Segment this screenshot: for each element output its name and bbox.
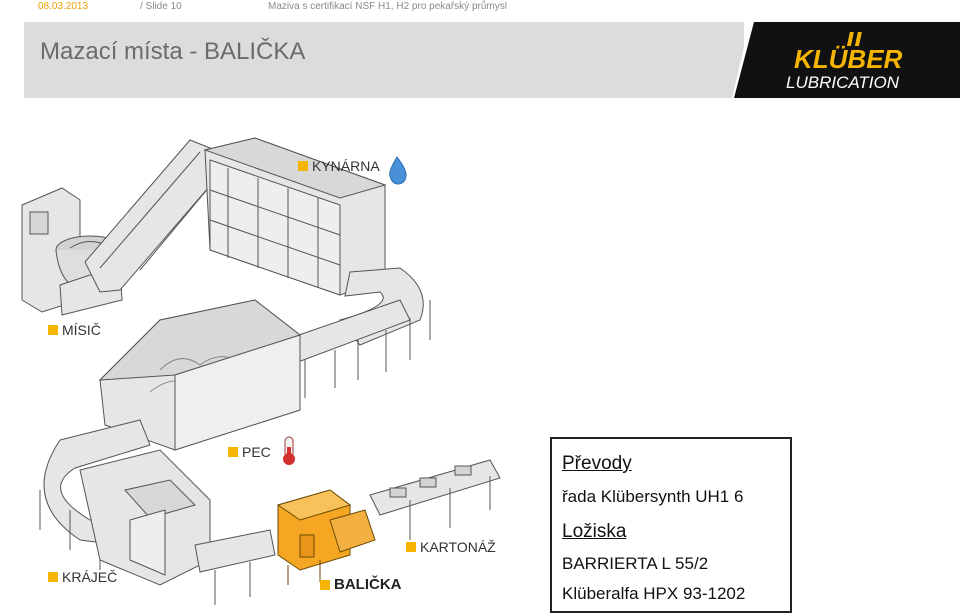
label-balicka: BALIČKA	[320, 576, 402, 593]
kluber-logo: KLÜBER LUBRICATION	[732, 22, 960, 98]
label-misic-text: MÍSIČ	[62, 322, 101, 338]
label-kynarna-text: KYNÁRNA	[312, 158, 380, 174]
oven-machine	[98, 299, 302, 451]
label-pec: PEC	[228, 444, 271, 460]
inclined-conveyor	[84, 139, 216, 293]
lubricant-info-box: Převody řada Klübersynth UH1 6 Ložiska B…	[550, 437, 792, 613]
slide-date: 08.03.2013	[38, 1, 89, 12]
label-kartonaz: KARTONÁŽ	[406, 539, 496, 555]
label-marker	[48, 572, 58, 582]
label-pec-text: PEC	[242, 444, 271, 460]
slide-header: Mazací místa - BALIČKA KLÜBER LUBRICATIO…	[0, 22, 960, 98]
label-misic: MÍSIČ	[48, 322, 101, 338]
slide-subtitle: Maziva s certifikací NSF H1, H2 pro peka…	[268, 1, 507, 12]
production-line-illustration	[21, 137, 501, 605]
loziska-product-1: BARRIERTA L 55/2	[562, 554, 709, 573]
label-balicka-text: BALIČKA	[334, 576, 402, 593]
label-marker	[406, 542, 416, 552]
header-band	[24, 22, 744, 98]
label-kartonaz-text: KARTONÁŽ	[420, 539, 496, 555]
heading-prevody: Převody	[562, 453, 632, 474]
label-kynarna: KYNÁRNA	[298, 158, 380, 174]
label-marker	[298, 161, 308, 171]
slicer-machine	[79, 449, 211, 586]
page-title: Mazací místa - BALIČKA	[40, 38, 306, 65]
logo-lubrication-text: LUBRICATION	[786, 73, 900, 92]
prevody-product: řada Klübersynth UH1 6	[562, 487, 744, 506]
label-marker	[320, 579, 330, 590]
label-marker	[48, 325, 58, 335]
packer-feed-conveyor	[194, 529, 276, 605]
heading-loziska: Ložiska	[562, 521, 627, 542]
logo-kluber-text: KLÜBER	[794, 44, 903, 74]
proofer-machine	[203, 137, 387, 296]
label-krajec: KRÁJEČ	[48, 569, 117, 585]
slide-number: / Slide 10	[140, 1, 182, 12]
label-marker	[228, 447, 238, 457]
loziska-product-2: Klüberalfa HPX 93-1202	[562, 584, 746, 603]
slide-topbar: 08.03.2013 / Slide 10 Maziva s certifika…	[0, 0, 960, 14]
thermometer-icon	[283, 436, 295, 465]
label-krajec-text: KRÁJEČ	[62, 569, 118, 585]
packer-machine-highlighted	[276, 489, 376, 585]
cartoning-conveyor	[369, 459, 501, 540]
water-drop-icon	[389, 156, 407, 185]
